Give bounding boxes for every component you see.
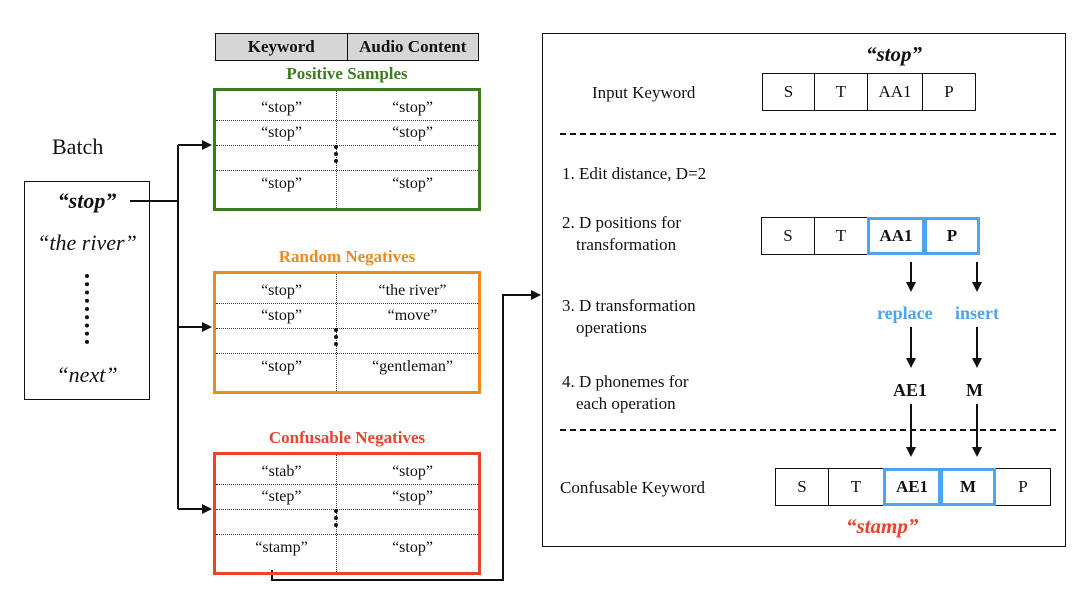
table-row-ellipsis — [216, 509, 478, 535]
table-row: “stop” “stop” — [216, 95, 478, 121]
step-4-text-line-1: 4. D phonemes for — [562, 372, 689, 391]
audio-cell: “stop” — [392, 539, 433, 556]
section-divider — [560, 429, 1056, 431]
step-2-text-line-1: 2. D positions for — [562, 213, 681, 232]
phoneme-cell: S — [761, 217, 815, 255]
step-4-text-line-2: each operation — [576, 394, 676, 413]
keyword-cell: “stop” — [261, 124, 302, 141]
header-keyword: Keyword — [216, 34, 348, 60]
batch-ellipsis — [85, 274, 89, 344]
row-ellipsis — [334, 328, 338, 346]
highlighted-phoneme-cell: P — [924, 217, 980, 255]
batch-box: “stop” “the river” “next” — [24, 181, 150, 400]
table-row-ellipsis — [216, 328, 478, 354]
phoneme-cell: P — [922, 73, 976, 111]
confusable-negatives-title: Confusable Negatives — [268, 428, 426, 447]
output-word: “stamp” — [846, 514, 919, 538]
phoneme-cell: P — [995, 468, 1051, 506]
audio-cell: “stop” — [392, 463, 433, 480]
keyword-cell: “stop” — [261, 175, 302, 192]
section-divider — [560, 133, 1056, 135]
phoneme-cell: T — [814, 217, 868, 255]
keyword-cell: “stop” — [261, 358, 302, 375]
audio-cell: “the river” — [378, 282, 447, 299]
highlighted-phoneme-cell: AE1 — [883, 468, 941, 506]
batch-item-next: “next” — [56, 362, 118, 387]
keyword-cell: “stop” — [261, 99, 302, 116]
operation-replace: replace — [877, 303, 933, 323]
table-row: “stop” “the river” — [216, 278, 478, 304]
keyword-cell: “step” — [261, 488, 302, 505]
new-phoneme-m: M — [966, 380, 983, 400]
audio-cell: “stop” — [392, 124, 433, 141]
keyword-cell: “stop” — [261, 307, 302, 324]
random-negatives-title: Random Negatives — [278, 247, 416, 266]
step-1-text: 1. Edit distance, D=2 — [562, 164, 707, 183]
table-row: “stop” “gentleman” — [216, 354, 478, 379]
batch-item-stop: “stop” — [57, 188, 117, 213]
step-3-text-line-2: operations — [576, 318, 647, 337]
row-ellipsis — [334, 509, 338, 527]
keyword-cell: “stab” — [261, 463, 302, 480]
confusable-negatives-box: “stab” “stop” “step” “stop” “stamp” “sto… — [213, 452, 481, 575]
phoneme-cell: S — [775, 468, 829, 506]
random-negatives-box: “stop” “the river” “stop” “move” “stop” … — [213, 271, 481, 394]
input-phoneme-row: S T AA1 P — [762, 73, 976, 111]
phoneme-cell: S — [762, 73, 815, 111]
table-row: “stop” “move” — [216, 303, 478, 329]
positive-samples-box: “stop” “stop” “stop” “stop” “stop” “stop… — [213, 88, 481, 211]
table-row: “stop” “stop” — [216, 171, 478, 196]
step-2-text-line-2: transformation — [576, 235, 677, 254]
audio-cell: “gentleman” — [372, 358, 453, 375]
table-row: “step” “stop” — [216, 484, 478, 510]
batch-item-the-river: “the river” — [37, 230, 137, 255]
row-ellipsis — [334, 145, 338, 163]
confusable-keyword-label: Confusable Keyword — [560, 478, 705, 497]
highlighted-phoneme-cell: AA1 — [867, 217, 925, 255]
keyword-cell: “stamp” — [255, 539, 308, 556]
input-word: “stop” — [866, 42, 923, 66]
keyword-cell: “stop” — [261, 282, 302, 299]
phoneme-cell: AA1 — [867, 73, 923, 111]
audio-cell: “stop” — [392, 488, 433, 505]
transformation-panel — [542, 33, 1066, 547]
audio-cell: “move” — [387, 307, 438, 324]
phoneme-cell: T — [814, 73, 868, 111]
input-keyword-label: Input Keyword — [592, 83, 696, 102]
table-row: “stab” “stop” — [216, 459, 478, 485]
output-phoneme-row: S T AE1 M P — [775, 468, 1051, 506]
positive-samples-title: Positive Samples — [286, 64, 408, 83]
highlighted-phoneme-cell: M — [940, 468, 996, 506]
batch-title: Batch — [52, 134, 104, 159]
audio-cell: “stop” — [392, 99, 433, 116]
table-row-ellipsis — [216, 145, 478, 171]
table-row: “stop” “stop” — [216, 120, 478, 146]
arrow-to-panel — [271, 290, 541, 581]
table-header: Keyword Audio Content — [215, 33, 479, 61]
step-3-text-line-1: 3. D transformation — [562, 296, 696, 315]
header-audio-content: Audio Content — [359, 37, 467, 56]
operation-insert: insert — [955, 303, 999, 323]
table-row: “stamp” “stop” — [216, 535, 478, 560]
phoneme-cell: T — [828, 468, 884, 506]
audio-cell: “stop” — [392, 175, 433, 192]
positions-phoneme-row: S T AA1 P — [761, 217, 980, 255]
new-phoneme-ae1: AE1 — [893, 380, 928, 400]
